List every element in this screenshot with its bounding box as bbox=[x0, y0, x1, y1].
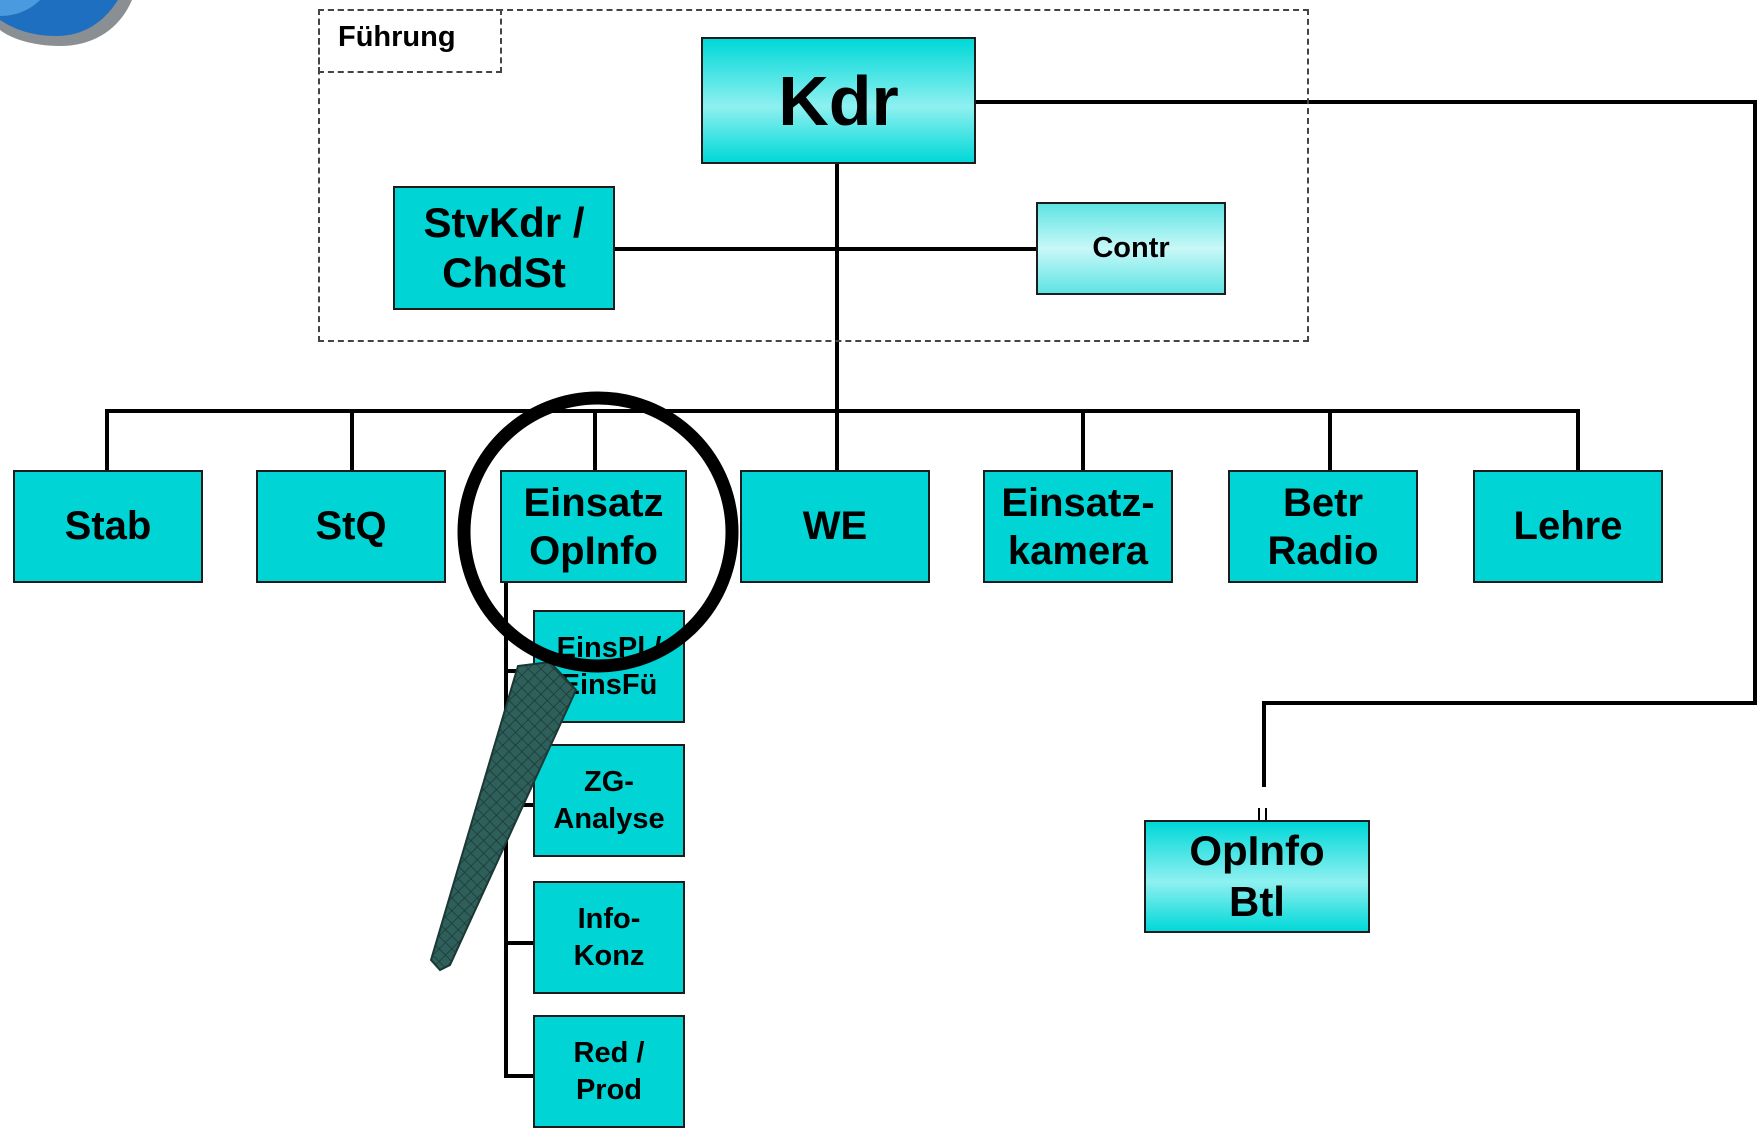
node-contr: Contr bbox=[1036, 202, 1226, 295]
node-zg-analyse: ZG- Analyse bbox=[533, 744, 685, 857]
node-opinfo-btl: OpInfo Btl bbox=[1144, 820, 1370, 933]
node-einsatz-opinfo: Einsatz OpInfo bbox=[500, 470, 687, 583]
node-we: WE bbox=[740, 470, 930, 583]
logo-emblem-icon bbox=[0, 0, 132, 46]
node-lehre: Lehre bbox=[1473, 470, 1663, 583]
node-stvkdr-chdst: StvKdr / ChdSt bbox=[393, 186, 615, 310]
node-stq: StQ bbox=[256, 470, 446, 583]
leadership-group-frame bbox=[318, 9, 1309, 342]
leadership-group-label-box bbox=[318, 9, 502, 73]
node-info-konz: Info- Konz bbox=[533, 881, 685, 994]
node-einsatzkamera: Einsatz- kamera bbox=[983, 470, 1173, 583]
leadership-group-label: Führung bbox=[338, 21, 456, 53]
node-betr-radio: Betr Radio bbox=[1228, 470, 1418, 583]
node-stab: Stab bbox=[13, 470, 203, 583]
node-kdr: Kdr bbox=[701, 37, 976, 164]
node-red-prod: Red / Prod bbox=[533, 1015, 685, 1128]
